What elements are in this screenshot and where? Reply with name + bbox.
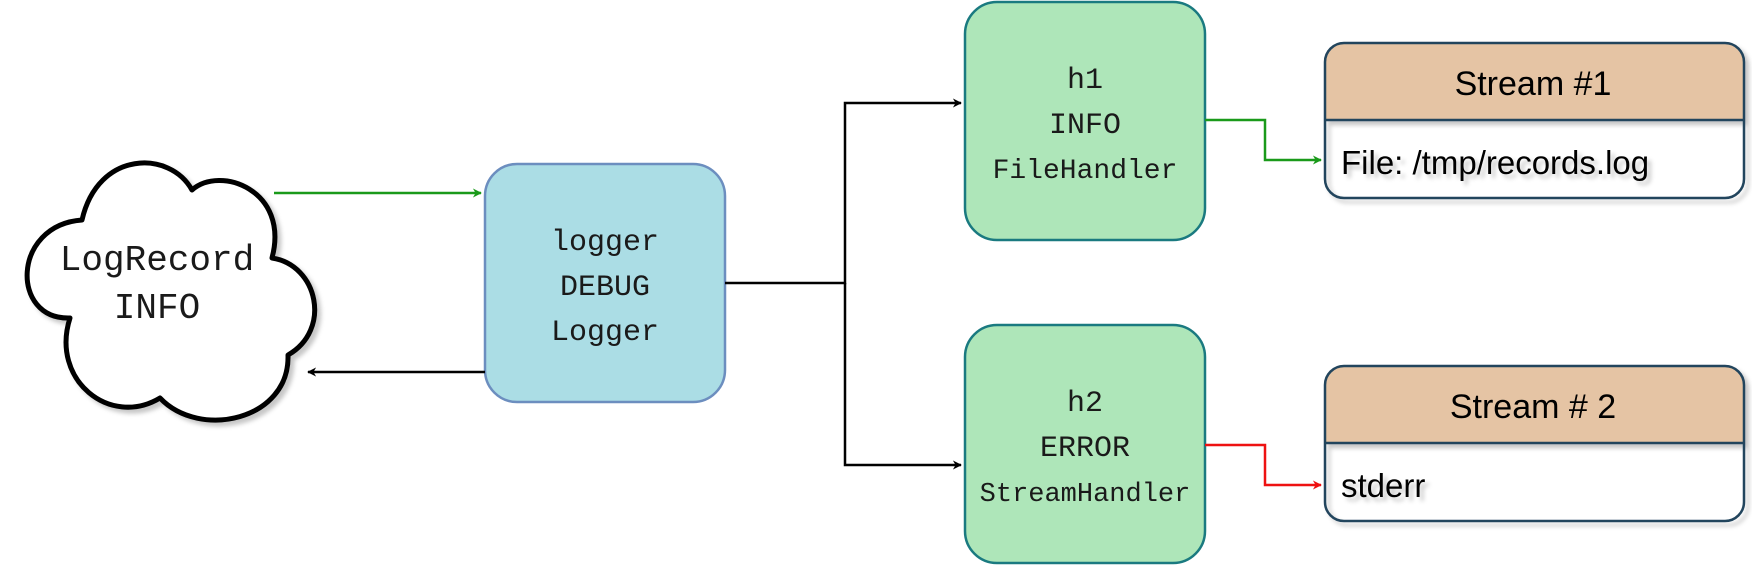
stream-1-title: Stream #1 (1455, 65, 1612, 103)
logger-name-text: logger (551, 226, 659, 260)
stream-1-body: File: /tmp/records.log (1341, 144, 1649, 181)
logger-to-h1-arrow (725, 98, 962, 285)
logger-to-h2-arrow (843, 283, 962, 470)
h2-to-stream2-arrow (1205, 443, 1322, 490)
stream-2-title: Stream # 2 (1450, 388, 1616, 426)
stream-2-body: stderr (1341, 467, 1425, 504)
record-level-text: INFO (114, 288, 200, 329)
handler-h2-node: h2 ERROR StreamHandler (963, 323, 1207, 565)
stream-1-node: Stream #1 File: /tmp/records.log (1323, 41, 1746, 200)
handler-h1-level-text: INFO (1049, 109, 1121, 143)
stream-2-node: Stream # 2 stderr (1323, 364, 1746, 523)
cloud-shape (24, 160, 318, 423)
record-name-text: LogRecord (60, 240, 254, 281)
handler-h2-class-text: StreamHandler (980, 480, 1191, 510)
logger-class-text: Logger (551, 316, 659, 350)
stream-2-header (1325, 366, 1744, 443)
logger-level-text: DEBUG (560, 271, 650, 305)
handler-h1-node: h1 INFO FileHandler (963, 0, 1207, 242)
log-record-cloud: LogRecord INFO (24, 160, 318, 423)
handler-h2-level-text: ERROR (1040, 432, 1130, 466)
handler-h2-name-text: h2 (1067, 387, 1103, 421)
stream-1-header (1325, 43, 1744, 120)
logger-node: logger DEBUG Logger (483, 162, 727, 404)
h1-to-stream1-arrow (1205, 118, 1322, 165)
handler-h1-class-text: FileHandler (993, 156, 1178, 187)
handler-h1-name-text: h1 (1067, 64, 1103, 98)
